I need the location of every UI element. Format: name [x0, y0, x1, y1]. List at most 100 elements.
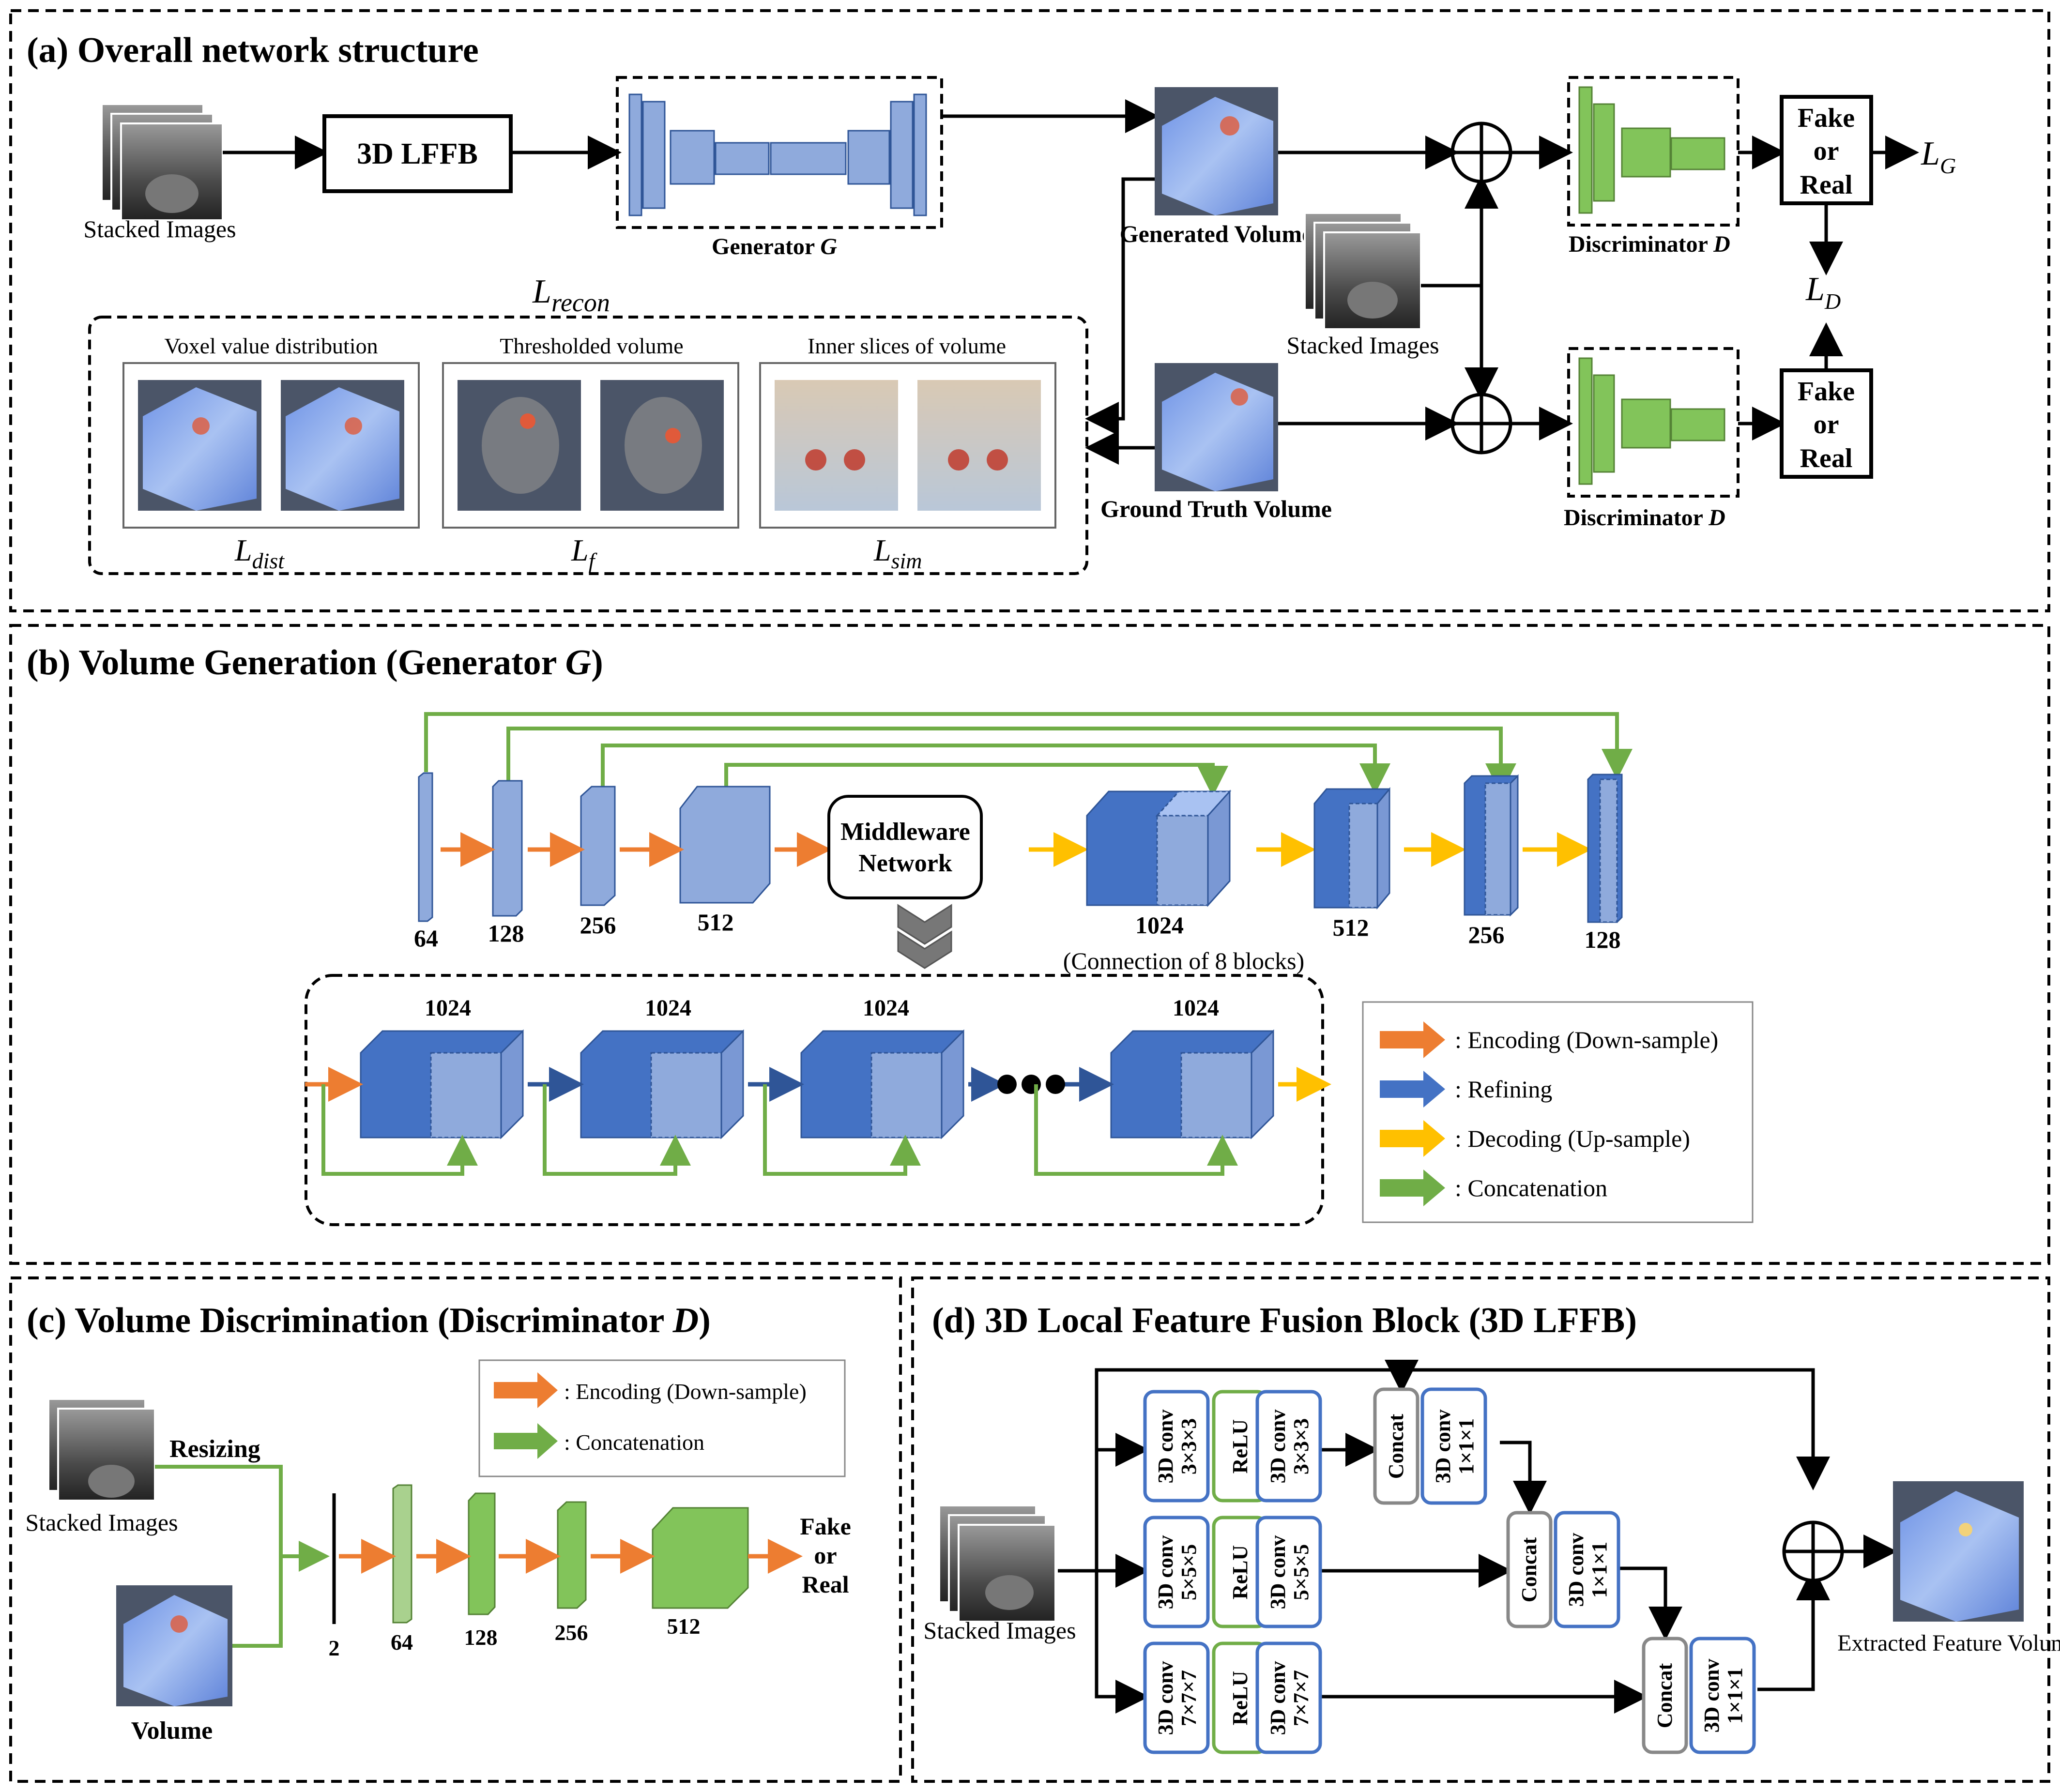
- fake-or-real-top: Fake or Real: [1780, 95, 1873, 205]
- conv-row-2: [1143, 1516, 1322, 1628]
- r2-k-b: 5×5×5: [1289, 1544, 1313, 1600]
- r1-conv-a: 3D conv: [1154, 1410, 1177, 1484]
- recon-loss: Lrecon: [532, 273, 610, 317]
- legend-c-concatenation: : Concatenation: [564, 1430, 704, 1455]
- panel-b-title: (b) Volume Generation (Generator G): [27, 643, 603, 683]
- block-skip-connections: [321, 1084, 1238, 1176]
- panel-c-title: (c) Volume Discrimination (Discriminator…: [27, 1301, 711, 1340]
- l-sim: Lsim: [873, 533, 922, 573]
- voxel-distribution-images: [122, 362, 420, 529]
- svg-text:Middleware: Middleware: [840, 818, 970, 846]
- thresholded-volume-images: [442, 362, 739, 529]
- generator-label: Generator G: [712, 234, 837, 259]
- legend-b: : Encoding (Down-sample) : Refining : De…: [1362, 1001, 1754, 1223]
- c2-k: 1×1×1: [1587, 1542, 1611, 1598]
- concat-label-1: Concat: [1384, 1413, 1408, 1479]
- stacked-images-d: [938, 1504, 1056, 1623]
- ground-truth-volume-label: Ground Truth Volume: [1100, 495, 1332, 522]
- extracted-feature-volume-image: [1893, 1481, 2024, 1622]
- stacked-images-label-a1: Stacked Images: [83, 215, 236, 243]
- c1-conv: 3D conv: [1431, 1410, 1455, 1484]
- skip-connections: [424, 712, 1633, 797]
- fake-or-real-bottom: Fake or Real: [1780, 368, 1873, 479]
- sub-threshold-title: Thresholded volume: [500, 334, 683, 358]
- r3-relu: ReLU: [1228, 1671, 1252, 1725]
- resizing-label: Resizing: [169, 1435, 260, 1463]
- panel-c-frame: [9, 1276, 902, 1783]
- block-label-4: 1024: [1173, 995, 1219, 1021]
- legend-b-encoding: : Encoding (Down-sample): [1455, 1026, 1718, 1053]
- panel-d-frame: [911, 1276, 2050, 1783]
- c2-conv: 3D conv: [1564, 1533, 1588, 1607]
- generator-shape: Generator G: [616, 76, 943, 259]
- discriminator-label-top: Discriminator D: [1569, 231, 1730, 257]
- sub-voxel-title: Voxel value distribution: [164, 334, 378, 358]
- legend-b-concatenation: : Concatenation: [1455, 1174, 1607, 1201]
- disc-blocks-c: [392, 1484, 749, 1624]
- r3-k-b: 7×7×7: [1289, 1670, 1313, 1726]
- svg-text:or: or: [1814, 136, 1839, 166]
- discriminator-top: Discriminator D: [1567, 76, 1740, 257]
- sub-inner-title: Inner slices of volume: [808, 334, 1006, 358]
- r2-relu: ReLU: [1228, 1545, 1252, 1599]
- loss-g: LG: [1921, 135, 1956, 178]
- r3-conv-a: 3D conv: [1154, 1661, 1177, 1735]
- discriminator-bottom: Discriminator D: [1564, 347, 1740, 531]
- stacked-images-label-d1: Stacked Images: [923, 1617, 1076, 1644]
- legend-b-refining: : Refining: [1455, 1076, 1552, 1103]
- r1-k-a: 3×3×3: [1177, 1418, 1201, 1474]
- loss-d: LD: [1805, 271, 1841, 314]
- discriminator-label-bottom: Discriminator D: [1564, 505, 1725, 531]
- svg-text:Real: Real: [1800, 170, 1853, 200]
- c-real: Real: [802, 1571, 849, 1598]
- panel-a-frame: [9, 9, 2050, 612]
- dec-label-128: 128: [1585, 926, 1621, 953]
- legend-b-decoding: : Decoding (Up-sample): [1455, 1125, 1690, 1152]
- l-f: Lf: [571, 533, 598, 573]
- connection-note: (Connection of 8 blocks): [1063, 947, 1305, 974]
- ch-label-256: 256: [555, 1620, 588, 1645]
- r1-conv-b: 3D conv: [1266, 1410, 1290, 1484]
- svg-text:or: or: [1814, 410, 1839, 440]
- plus-circle-top: [1450, 121, 1512, 183]
- stacked-images-c: [47, 1398, 156, 1502]
- stacked-images-label-a2: Stacked Images: [1286, 332, 1439, 359]
- concat-label-3: Concat: [1653, 1663, 1677, 1728]
- plus-circle-bottom: [1450, 393, 1512, 455]
- legend-c: : Encoding (Down-sample) : Concatenation: [478, 1359, 846, 1477]
- stacked-images-a2: [1304, 212, 1422, 330]
- panel-b-frame: [9, 624, 2050, 1265]
- c1-k: 1×1×1: [1454, 1418, 1478, 1474]
- lffb-label: 3D LFFB: [357, 137, 478, 170]
- volume-image-c: [116, 1585, 232, 1706]
- refine-blocks: [360, 1029, 1274, 1139]
- volume-label-c: Volume: [131, 1717, 213, 1745]
- r3-k-a: 7×7×7: [1177, 1670, 1201, 1726]
- ch-label-512: 512: [667, 1614, 701, 1639]
- legend-c-encoding: : Encoding (Down-sample): [564, 1379, 807, 1404]
- r2-conv-a: 3D conv: [1154, 1535, 1177, 1610]
- block-label-3: 1024: [863, 995, 909, 1021]
- generated-volume-label: Generated Volume: [1120, 220, 1313, 247]
- concat-label-2: Concat: [1517, 1537, 1541, 1602]
- r2-conv-b: 3D conv: [1266, 1535, 1290, 1610]
- r3-conv-b: 3D conv: [1266, 1661, 1290, 1735]
- r1-relu: ReLU: [1228, 1419, 1252, 1473]
- l-dist: Ldist: [234, 533, 285, 573]
- c-fake: Fake: [800, 1513, 851, 1540]
- stacked-images-a: [101, 103, 224, 221]
- panel-d-title: (d) 3D Local Feature Fusion Block (3D LF…: [932, 1301, 1637, 1340]
- chevron-down-icon: [897, 904, 952, 969]
- enc-label-64: 64: [414, 925, 438, 952]
- decoder-blocks: [1086, 774, 1623, 923]
- conv-row-1: [1143, 1390, 1322, 1503]
- r1-k-b: 3×3×3: [1289, 1418, 1313, 1474]
- middleware-network-box: Middleware Network: [827, 795, 983, 899]
- svg-text:Fake: Fake: [1798, 103, 1855, 133]
- svg-text:Network: Network: [858, 850, 952, 877]
- c3-conv: 3D conv: [1700, 1659, 1724, 1733]
- c3-k: 1×1×1: [1723, 1668, 1747, 1724]
- enc-label-128: 128: [488, 920, 524, 947]
- block-label-2: 1024: [645, 995, 691, 1021]
